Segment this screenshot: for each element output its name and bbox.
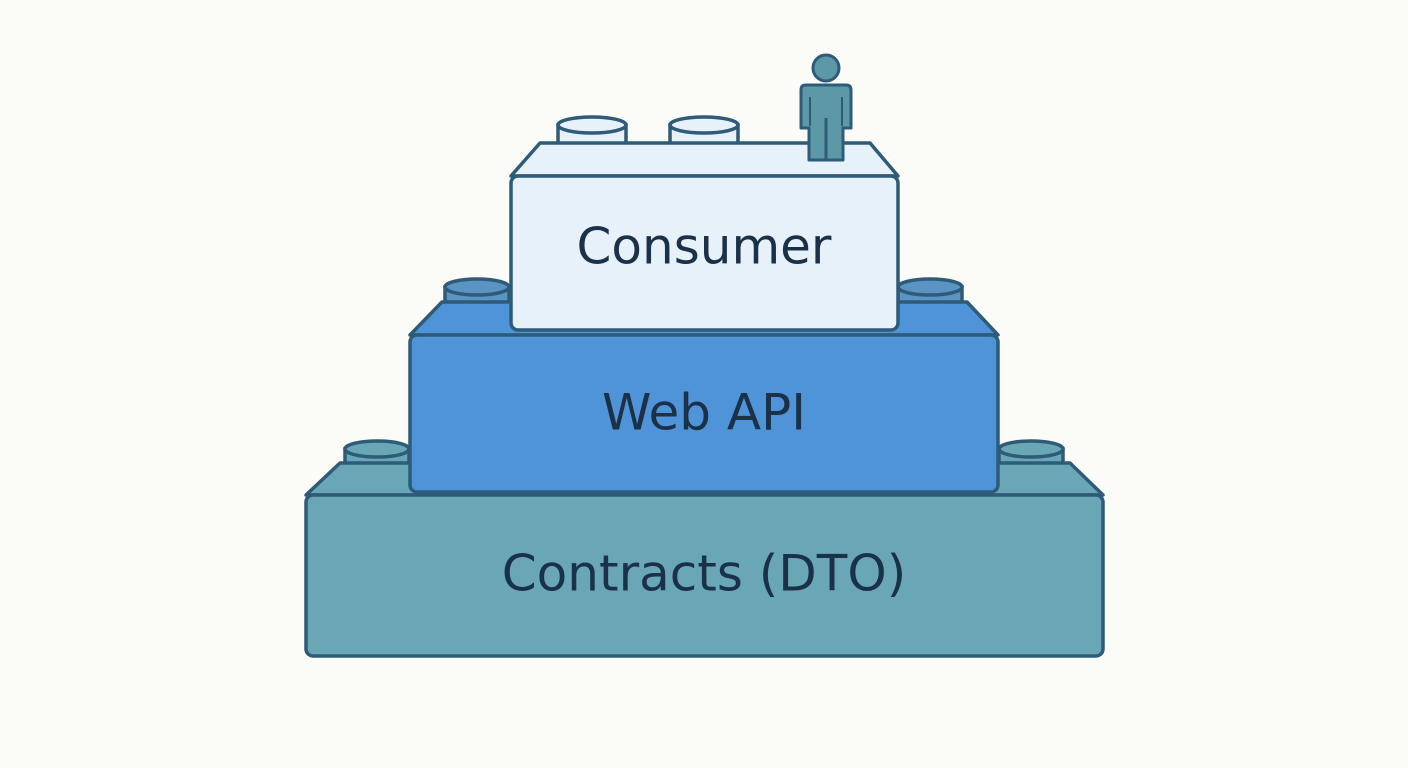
person-icon <box>799 53 853 162</box>
layer-label-web-api: Web API <box>602 384 806 442</box>
layer-consumer: Consumer <box>509 115 900 332</box>
layer-label-consumer: Consumer <box>577 218 832 276</box>
layer-label-contracts: Contracts (DTO) <box>502 545 906 603</box>
